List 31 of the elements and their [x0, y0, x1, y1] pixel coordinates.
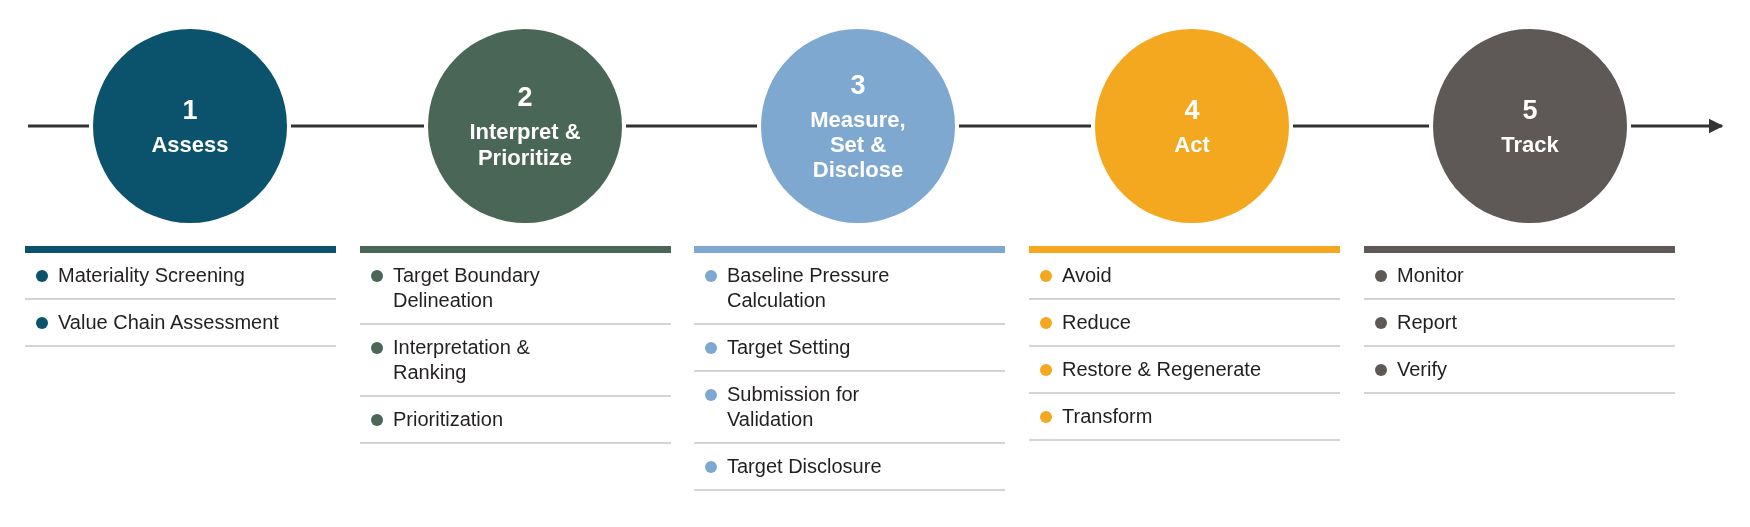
step-number: 2	[517, 82, 533, 114]
list-item: Submission for Validation	[727, 382, 861, 432]
list-item: Reduce	[1062, 310, 1131, 335]
step-title: Act	[1174, 131, 1210, 158]
list-item: Materiality Screening	[58, 263, 245, 288]
list-item: Verify	[1397, 357, 1448, 382]
connector-line	[959, 124, 1091, 128]
arrow	[1631, 118, 1724, 134]
step-number: 1	[182, 94, 198, 126]
connector-line	[291, 124, 424, 128]
step-title: Track	[1501, 131, 1559, 158]
step-title: Assess	[151, 131, 229, 158]
list-item: Avoid	[1062, 263, 1112, 288]
step-title: Measure, Set & Disclose	[809, 106, 907, 183]
step-number: 4	[1184, 94, 1200, 126]
list-item: Target Setting	[727, 335, 851, 360]
step-title: Interpret & Prioritize	[468, 119, 582, 170]
list-item: Transform	[1062, 404, 1153, 429]
list-item: Value Chain Assessment	[58, 310, 279, 335]
list-item: Baseline Pressure Calculation	[727, 263, 891, 313]
list-item: Target Boundary Delineation	[393, 263, 541, 313]
list-item: Target Disclosure	[727, 454, 882, 479]
list-item: Prioritization	[393, 407, 504, 432]
list-item: Restore & Regenerate	[1062, 357, 1261, 382]
step-number: 5	[1522, 94, 1538, 126]
list-item: Report	[1397, 310, 1458, 335]
list-item: Interpretation & Ranking	[393, 335, 531, 385]
connector-line	[28, 124, 89, 128]
connector-line	[626, 124, 757, 128]
list-item: Monitor	[1397, 263, 1464, 288]
step-number: 3	[850, 69, 866, 101]
